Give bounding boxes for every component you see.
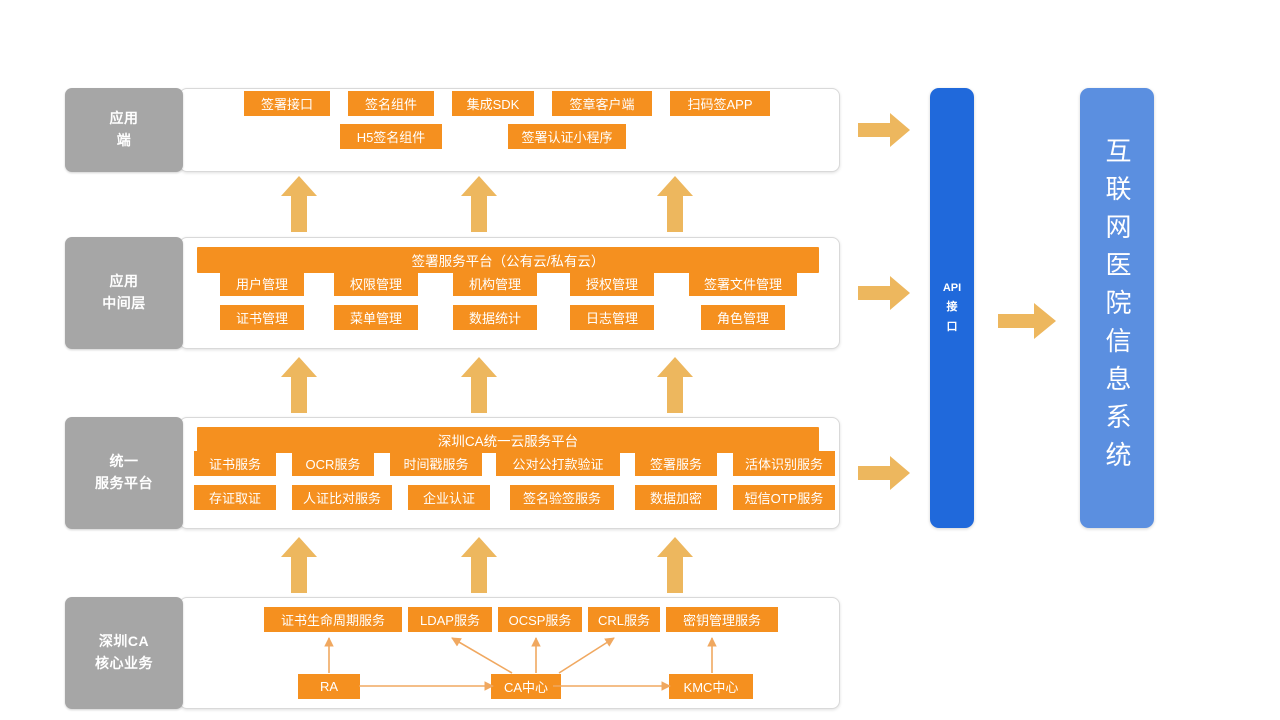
node-authorization-management[interactable]: 授权管理 (570, 270, 654, 296)
arrow-up-middleware-to-application-3 (657, 176, 693, 232)
node-liveness-detection-service[interactable]: 活体识别服务 (733, 450, 835, 476)
layer-panel-application: 签署接口 签名组件 集成SDK 签章客户端 扫码签APP H5签名组件 签署认证… (179, 88, 840, 172)
node-ra[interactable]: RA (298, 674, 360, 699)
node-menu-management[interactable]: 菜单管理 (334, 304, 418, 330)
node-log-management[interactable]: 日志管理 (570, 304, 654, 330)
node-timestamp-service[interactable]: 时间戳服务 (390, 450, 482, 476)
platform-bar-szca-cloud[interactable]: 深圳CA统一云服务平台 (197, 427, 819, 453)
node-ocr-service[interactable]: OCR服务 (292, 450, 374, 476)
node-data-statistics[interactable]: 数据统计 (453, 304, 537, 330)
node-certificate-management[interactable]: 证书管理 (220, 304, 304, 330)
node-ocsp-service[interactable]: OCSP服务 (498, 607, 582, 632)
api-gateway-label-line: API (942, 282, 962, 295)
layer-label-unified-service-platform: 统一 服务平台 (65, 417, 183, 529)
node-qianzhang-kehuduan[interactable]: 签章客户端 (552, 90, 652, 116)
layer-label-line: 端 (116, 132, 132, 148)
target-system-box[interactable]: 互联网医院信息系统 (1080, 88, 1154, 528)
node-sms-otp-service[interactable]: 短信OTP服务 (733, 484, 835, 510)
platform-bar-signing-service[interactable]: 签署服务平台（公有云/私有云） (197, 247, 819, 273)
arrow-up-middleware-to-application-2 (461, 176, 497, 232)
api-gateway-label-line: 口 (946, 320, 958, 333)
node-signed-file-management[interactable]: 签署文件管理 (689, 270, 797, 296)
arrow-right-application-to-api (858, 113, 910, 147)
node-crl-service[interactable]: CRL服务 (588, 607, 660, 632)
node-identity-comparison-service[interactable]: 人证比对服务 (292, 484, 392, 510)
node-evidence-preservation[interactable]: 存证取证 (194, 484, 276, 510)
node-signing-service[interactable]: 签署服务 (635, 450, 717, 476)
layer-label-line: 应用 (109, 273, 139, 290)
arrow-right-unified-to-api (858, 456, 910, 490)
node-qianshu-jiekou[interactable]: 签署接口 (244, 90, 330, 116)
layer-label-shenzhen-ca-core: 深圳CA 核心业务 (65, 597, 183, 709)
node-role-management[interactable]: 角色管理 (701, 304, 785, 330)
node-saoma-qian-app[interactable]: 扫码签APP (670, 90, 770, 116)
node-enterprise-authentication[interactable]: 企业认证 (408, 484, 490, 510)
target-system-label: 互联网医院信息系统 (1102, 137, 1132, 479)
node-kmc-center[interactable]: KMC中心 (669, 674, 753, 699)
layer-application: 应用 端 签署接口 签名组件 集成SDK 签章客户端 扫码签APP H5签名组件… (65, 88, 840, 172)
layer-label-line: 深圳CA (98, 633, 150, 650)
layer-label-application-middleware: 应用 中间层 (65, 237, 183, 349)
layer-label-line: 服务平台 (95, 475, 153, 491)
node-certificate-lifecycle-service[interactable]: 证书生命周期服务 (264, 607, 402, 632)
node-sign-verify-service[interactable]: 签名验签服务 (510, 484, 614, 510)
layer-shenzhen-ca-core: 深圳CA 核心业务 证书生命周期服务 LDAP服务 OCSP服务 CRL服务 密… (65, 597, 840, 709)
arrow-right-middleware-to-api (858, 276, 910, 310)
layer-label-line: 应用 (109, 110, 139, 127)
arrow-up-unified-to-middleware-1 (281, 357, 317, 413)
arrow-up-unified-to-middleware-2 (461, 357, 497, 413)
node-certificate-service[interactable]: 证书服务 (194, 450, 276, 476)
node-permission-management[interactable]: 权限管理 (334, 270, 418, 296)
node-qianming-zujian[interactable]: 签名组件 (348, 90, 434, 116)
arrow-up-core-to-unified-1 (281, 537, 317, 593)
node-key-management-service[interactable]: 密钥管理服务 (666, 607, 778, 632)
node-jicheng-sdk[interactable]: 集成SDK (452, 90, 534, 116)
layer-label-line: 统一 (109, 453, 139, 470)
layer-panel-shenzhen-ca-core: 证书生命周期服务 LDAP服务 OCSP服务 CRL服务 密钥管理服务 RA C… (179, 597, 840, 709)
layer-panel-unified-service-platform: 深圳CA统一云服务平台 证书服务 OCR服务 时间戳服务 公对公打款验证 签署服… (179, 417, 840, 529)
arrow-up-unified-to-middleware-3 (657, 357, 693, 413)
arrow-up-core-to-unified-3 (657, 537, 693, 593)
node-user-management[interactable]: 用户管理 (220, 270, 304, 296)
api-gateway-box[interactable]: API 接 口 (930, 88, 974, 528)
layer-label-line: 核心业务 (95, 655, 153, 671)
node-qianshu-renzheng-xiaochengxu[interactable]: 签署认证小程序 (508, 123, 626, 149)
node-data-encryption[interactable]: 数据加密 (635, 484, 717, 510)
node-ldap-service[interactable]: LDAP服务 (408, 607, 492, 632)
node-corporate-payment-verification[interactable]: 公对公打款验证 (496, 450, 620, 476)
layer-label-application: 应用 端 (65, 88, 183, 172)
node-ca-center[interactable]: CA中心 (491, 674, 561, 699)
arrow-up-core-to-unified-2 (461, 537, 497, 593)
node-h5-qianming-zujian[interactable]: H5签名组件 (340, 123, 442, 149)
layer-label-line: 中间层 (102, 295, 146, 311)
layer-unified-service-platform: 统一 服务平台 深圳CA统一云服务平台 证书服务 OCR服务 时间戳服务 公对公… (65, 417, 840, 529)
layer-application-middleware: 应用 中间层 签署服务平台（公有云/私有云） 用户管理 权限管理 机构管理 授权… (65, 237, 840, 349)
layer-panel-application-middleware: 签署服务平台（公有云/私有云） 用户管理 权限管理 机构管理 授权管理 签署文件… (179, 237, 840, 349)
node-org-management[interactable]: 机构管理 (453, 270, 537, 296)
arrow-right-api-to-his (998, 303, 1056, 339)
api-gateway-label-line: 接 (946, 301, 958, 314)
arrow-up-middleware-to-application-1 (281, 176, 317, 232)
